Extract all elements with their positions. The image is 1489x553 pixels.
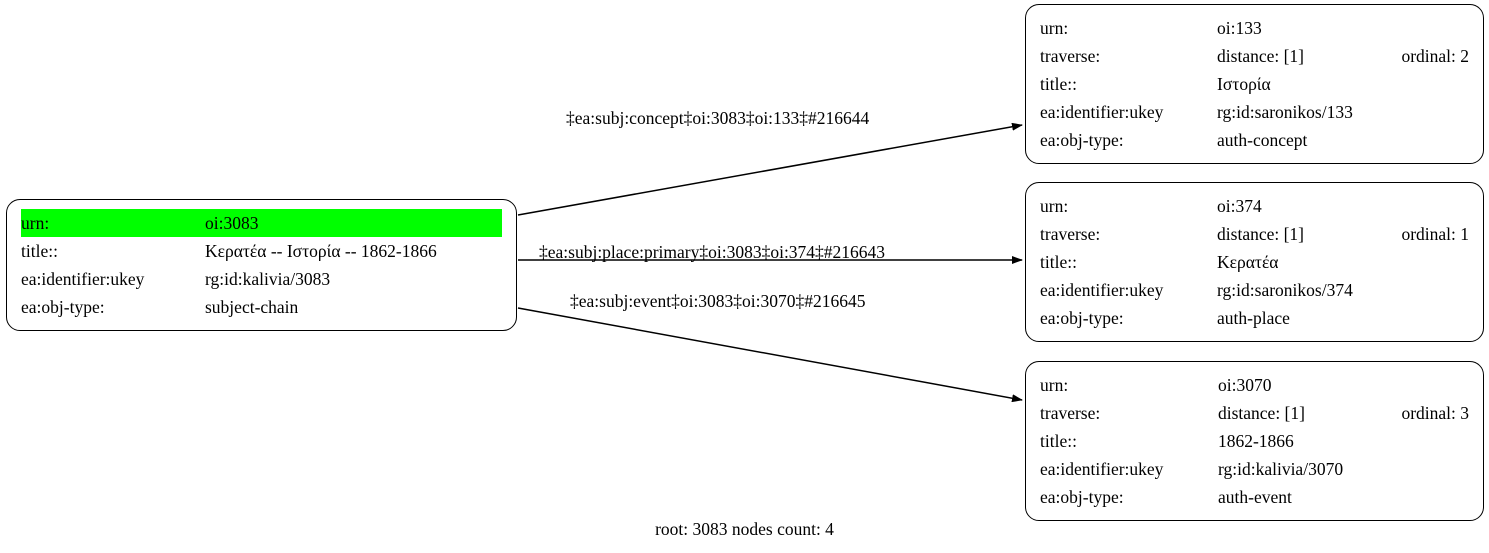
row-extra	[1373, 371, 1469, 399]
node-row-traverse: traverse: distance: [1] ordinal: 1	[1040, 220, 1469, 248]
row-key: ea:identifier:ukey	[1040, 102, 1164, 122]
row-extra	[1373, 192, 1469, 220]
node-root-row-ukey: ea:identifier:ukey rg:id:kalivia/3083	[21, 265, 502, 293]
row-value: rg:id:kalivia/3070	[1217, 459, 1344, 479]
row-value: Κερατέα	[1217, 252, 1279, 272]
row-extra	[1373, 304, 1469, 332]
row-key: title::	[1040, 252, 1077, 272]
node-root-row-objtype: ea:obj-type: subject-chain	[21, 293, 502, 321]
row-key: ea:identifier:ukey	[1040, 280, 1164, 300]
node-row-urn: urn: oi:374	[1040, 192, 1469, 220]
node-row-title: title:: 1862-1866	[1040, 427, 1469, 455]
edge-label-subj-concept: ‡ea:subj:concept‡oi:3083‡oi:133‡#216644	[566, 108, 870, 128]
row-key: ea:obj-type:	[1040, 487, 1124, 507]
node-row-ukey: ea:identifier:ukey rg:id:saronikos/374	[1040, 276, 1469, 304]
node-oi-374-table: urn: oi:374 traverse: distance: [1] ordi…	[1040, 192, 1469, 332]
row-value: oi:3070	[1217, 375, 1272, 395]
node-root-row-urn: urn: oi:3083	[21, 209, 502, 237]
row-value: auth-place	[1217, 308, 1290, 328]
row-value: Ιστορία	[1217, 74, 1271, 94]
node-row-title: title:: Κερατέα	[1040, 248, 1469, 276]
node-oi-374[interactable]: urn: oi:374 traverse: distance: [1] ordi…	[1025, 182, 1484, 342]
row-value: rg:id:saronikos/374	[1217, 280, 1353, 300]
node-root-table: urn: oi:3083 title:: Κερατέα -- Ιστορία …	[21, 209, 502, 321]
row-value: oi:133	[1217, 18, 1262, 38]
row-key: ea:obj-type:	[1040, 308, 1124, 328]
node-oi-133-table: urn: oi:133 traverse: distance: [1] ordi…	[1040, 14, 1469, 154]
row-value: distance: [1]	[1217, 46, 1305, 66]
row-key: urn:	[1040, 375, 1069, 395]
row-value: distance: [1]	[1217, 224, 1305, 244]
node-row-urn: urn: oi:3070	[1040, 371, 1469, 399]
row-extra	[1373, 455, 1469, 483]
node-row-objtype: ea:obj-type: auth-concept	[1040, 126, 1469, 154]
row-key: urn:	[1040, 196, 1069, 216]
row-extra	[1373, 14, 1469, 42]
row-extra	[1373, 427, 1469, 455]
row-value: rg:id:saronikos/133	[1217, 102, 1353, 122]
row-key: ea:identifier:ukey	[1040, 459, 1164, 479]
row-extra: ordinal: 3	[1401, 403, 1469, 423]
row-extra: ordinal: 1	[1401, 224, 1469, 244]
row-key: ea:identifier:ukey	[21, 269, 145, 289]
row-value: oi:374	[1217, 196, 1262, 216]
node-root-row-title: title:: Κερατέα -- Ιστορία -- 1862-1866	[21, 237, 502, 265]
graph-footer-caption: root: 3083 nodes count: 4	[655, 519, 834, 539]
node-row-traverse: traverse: distance: [1] ordinal: 3	[1040, 399, 1469, 427]
row-value: rg:id:kalivia/3083	[205, 269, 331, 289]
row-key: urn:	[21, 209, 205, 237]
row-value: distance: [1]	[1217, 403, 1305, 423]
row-value: oi:3083	[205, 209, 502, 237]
row-extra	[1373, 248, 1469, 276]
node-row-ukey: ea:identifier:ukey rg:id:saronikos/133	[1040, 98, 1469, 126]
row-key: traverse:	[1040, 403, 1101, 423]
row-value: auth-concept	[1217, 130, 1308, 150]
row-extra: ordinal: 2	[1401, 46, 1469, 66]
node-row-objtype: ea:obj-type: auth-place	[1040, 304, 1469, 332]
node-row-objtype: ea:obj-type: auth-event	[1040, 483, 1469, 511]
row-value: 1862-1866	[1217, 431, 1294, 451]
row-key: ea:obj-type:	[1040, 130, 1124, 150]
row-extra	[1373, 126, 1469, 154]
node-row-ukey: ea:identifier:ukey rg:id:kalivia/3070	[1040, 455, 1469, 483]
edge-root-to-oi133	[517, 122, 1023, 216]
row-key: title::	[21, 241, 58, 261]
row-key: title::	[1040, 74, 1077, 94]
node-root-oi-3083[interactable]: urn: oi:3083 title:: Κερατέα -- Ιστορία …	[6, 199, 517, 331]
node-row-title: title:: Ιστορία	[1040, 70, 1469, 98]
edge-root-to-oi3070	[517, 307, 1023, 403]
row-value: subject-chain	[205, 297, 299, 317]
node-oi-3070[interactable]: urn: oi:3070 traverse: distance: [1] ord…	[1025, 361, 1484, 521]
row-extra	[1373, 483, 1469, 511]
node-row-urn: urn: oi:133	[1040, 14, 1469, 42]
node-oi-3070-table: urn: oi:3070 traverse: distance: [1] ord…	[1040, 371, 1469, 511]
edge-label-subj-event: ‡ea:subj:event‡oi:3083‡oi:3070‡#216645	[570, 291, 866, 311]
row-extra	[1373, 98, 1469, 126]
row-key: ea:obj-type:	[21, 297, 105, 317]
row-key: urn:	[1040, 18, 1069, 38]
node-row-traverse: traverse: distance: [1] ordinal: 2	[1040, 42, 1469, 70]
row-key: title::	[1040, 431, 1077, 451]
row-value: auth-event	[1217, 487, 1292, 507]
row-value: Κερατέα -- Ιστορία -- 1862-1866	[205, 241, 437, 261]
row-extra	[1373, 276, 1469, 304]
row-extra	[1373, 70, 1469, 98]
row-key: traverse:	[1040, 224, 1101, 244]
node-oi-133[interactable]: urn: oi:133 traverse: distance: [1] ordi…	[1025, 4, 1484, 164]
row-key: traverse:	[1040, 46, 1101, 66]
edge-label-subj-place-primary: ‡ea:subj:place:primary‡oi:3083‡oi:374‡#2…	[539, 242, 886, 262]
